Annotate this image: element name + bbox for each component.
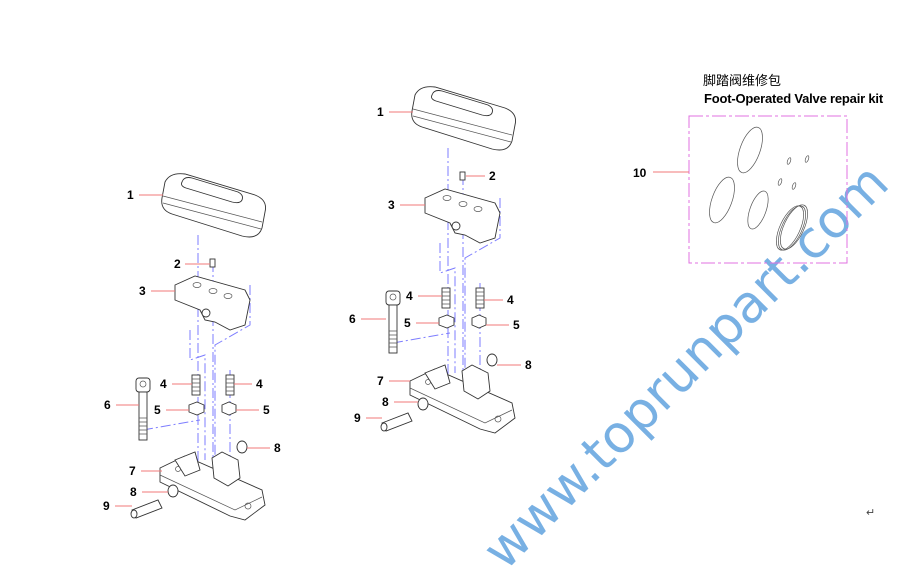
callout-9: 9 xyxy=(354,411,361,425)
callout-6: 6 xyxy=(349,312,356,326)
callout-2: 2 xyxy=(489,169,496,183)
callout-5: 5 xyxy=(263,403,270,417)
callout-1: 1 xyxy=(127,188,134,202)
callout-8: 8 xyxy=(274,441,281,455)
callout-1: 1 xyxy=(377,105,384,119)
callout-4: 4 xyxy=(256,377,263,391)
callout-8: 8 xyxy=(382,395,389,409)
callout-4: 4 xyxy=(160,377,167,391)
callout-4: 4 xyxy=(507,293,514,307)
left-leaders xyxy=(115,194,270,507)
callout-3: 3 xyxy=(388,198,395,212)
callout-6: 6 xyxy=(104,398,111,412)
callout-5: 5 xyxy=(154,403,161,417)
left-valve-assembly xyxy=(130,173,267,521)
return-mark: ↵ xyxy=(866,507,876,519)
kit-title-chinese: 脚踏阀维修包 xyxy=(703,73,782,88)
callout-3: 3 xyxy=(139,284,146,298)
callout-9: 9 xyxy=(103,499,110,513)
callout-7: 7 xyxy=(129,464,136,478)
repair-kit-box xyxy=(653,115,848,264)
callout-2: 2 xyxy=(174,257,181,271)
kit-title-english: Foot-Operated Valve repair kit xyxy=(704,91,883,106)
callout-10: 10 xyxy=(633,166,647,180)
right-leaders xyxy=(361,111,521,419)
callout-7: 7 xyxy=(377,374,384,388)
watermark: www.toprunpart.com xyxy=(472,153,901,582)
callout-4: 4 xyxy=(406,289,413,303)
callout-8: 8 xyxy=(525,358,532,372)
callout-8: 8 xyxy=(130,485,137,499)
callout-5: 5 xyxy=(513,318,520,332)
callout-5: 5 xyxy=(404,316,411,330)
